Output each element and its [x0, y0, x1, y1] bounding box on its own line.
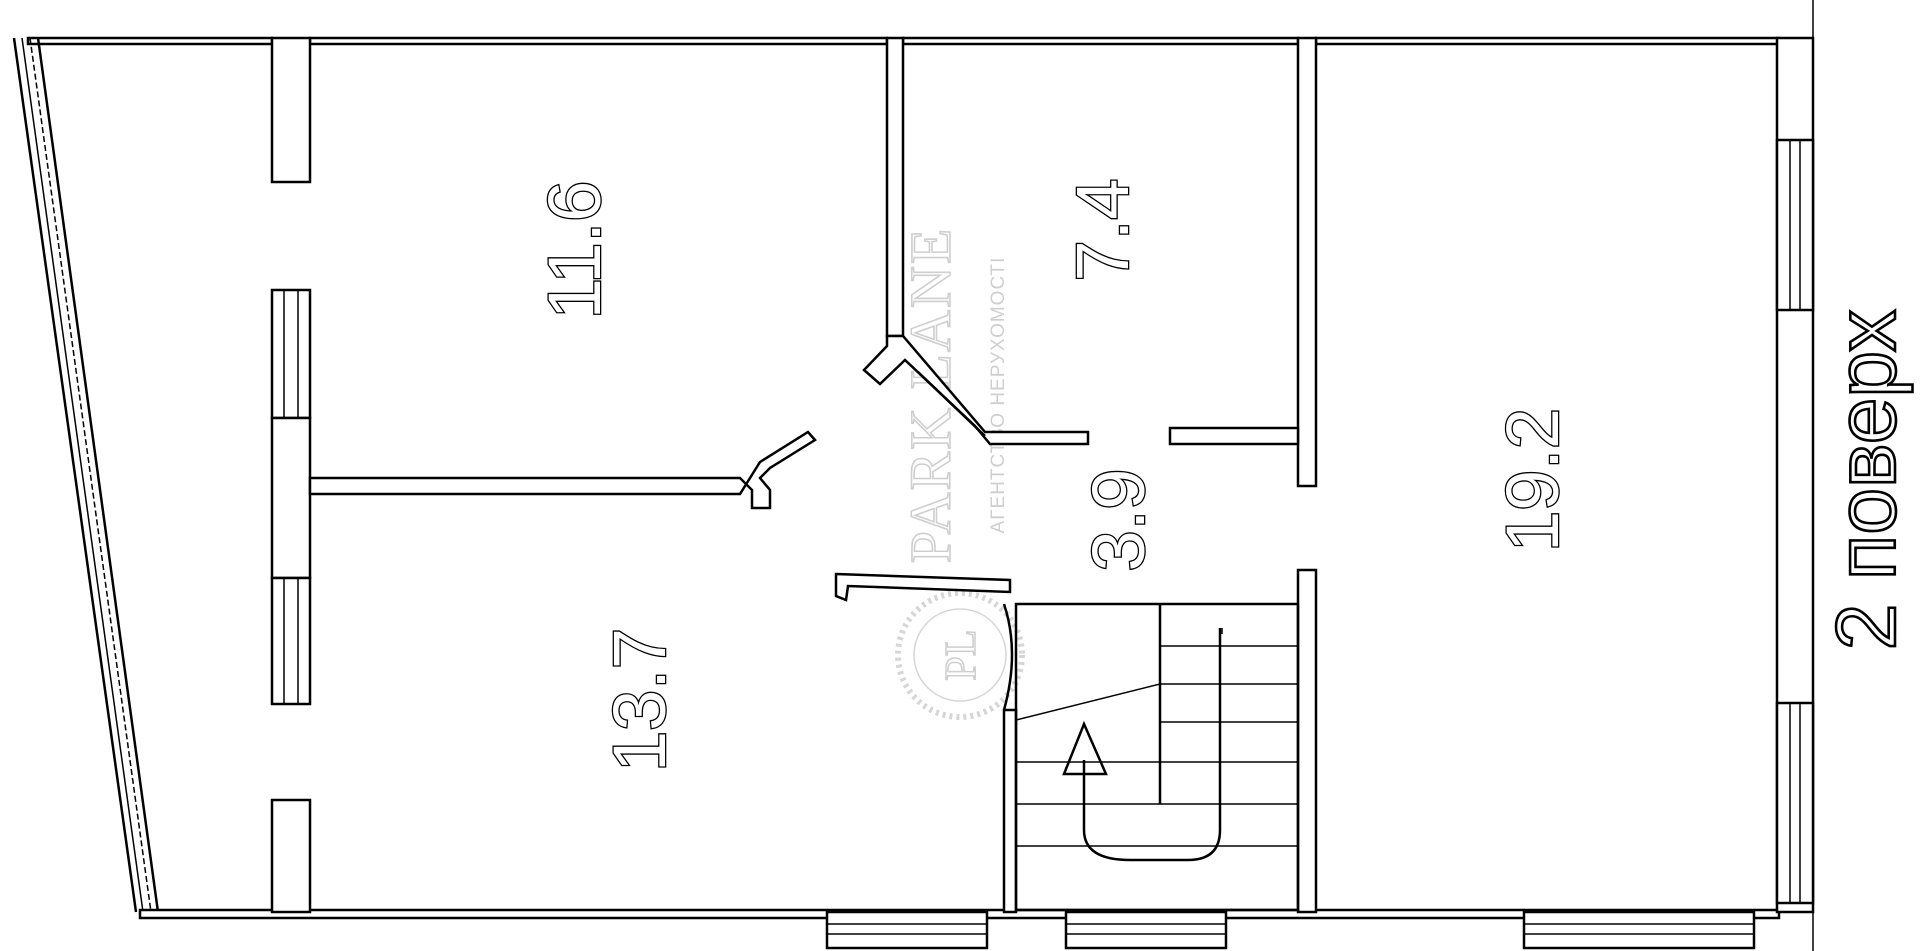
watermark-seal-inner: [913, 608, 1007, 702]
left-wall-top-stub: [270, 36, 312, 184]
watermark: PL PARK LANE АГЕНТСТВО НЕРУХОМОСТІ: [895, 226, 1025, 720]
room-area-19-2: 19.2: [1491, 408, 1574, 552]
corridor-door-arc: [1002, 603, 1014, 711]
wall-11-13: [308, 430, 817, 510]
wall-7-bottom-right: [1168, 426, 1300, 446]
window-bottom-left: [825, 910, 989, 950]
corridor-stub: [834, 572, 1012, 602]
room-area-13-7: 13.7: [598, 628, 681, 772]
left-facade-line3: [29, 37, 152, 913]
watermark-monogram: PL: [936, 629, 985, 680]
window-bottom-mid: [1064, 910, 1228, 950]
window-bottom-right: [1522, 910, 1756, 950]
window-bottom-right-line: [1524, 923, 1754, 935]
window-right-lower: [1775, 701, 1815, 905]
interior-walls: [270, 36, 1318, 914]
window-bottom-left-line: [827, 923, 987, 935]
top-wall-left: [26, 36, 274, 46]
window-bottom-mid-line: [1066, 923, 1226, 935]
left-facade-line2: [21, 37, 144, 913]
left-wall-junction: [270, 416, 312, 580]
left-wall-window-upper: [270, 288, 312, 420]
top-wall-mid: [308, 36, 889, 46]
windows: [825, 138, 1815, 950]
stair-landing-divider: [1015, 683, 1161, 721]
left-wall-window-upper-line: [283, 290, 299, 418]
top-wall-mid2: [901, 36, 1300, 46]
stair-steps: [1016, 645, 1298, 847]
room-area-7-4: 7.4: [1061, 179, 1144, 282]
room-area-11-6: 11.6: [533, 181, 616, 320]
wall-stair-19: [1296, 568, 1318, 914]
watermark-subtitle: АГЕНТСТВО НЕРУХОМОСТІ: [988, 257, 1009, 534]
wall-13-stair: [1002, 708, 1018, 914]
staircase: [1014, 602, 1300, 912]
wall-7-19-vertical: [1296, 36, 1318, 488]
floor-label: 2 поверх: [1819, 310, 1913, 650]
left-facade-inner: [36, 37, 160, 913]
watermark-seal-outer: [895, 590, 1025, 720]
window-right-upper: [1775, 138, 1815, 312]
left-wall-window-lower: [270, 576, 312, 706]
window-right-lower-line: [1789, 703, 1801, 903]
window-right-upper-line: [1789, 140, 1801, 310]
wall-11-7-vertical: [885, 36, 905, 338]
stair-outline: [1014, 602, 1300, 912]
left-facade-outer: [12, 37, 138, 913]
diagonal-door: [917, 371, 986, 437]
left-wall-window-lower-line: [283, 578, 299, 704]
room-area-3-9: 3.9: [1077, 469, 1160, 572]
left-wall-bottom-stub: [270, 798, 312, 914]
top-wall-right: [1314, 36, 1781, 46]
stair-arrow: [1062, 628, 1222, 862]
